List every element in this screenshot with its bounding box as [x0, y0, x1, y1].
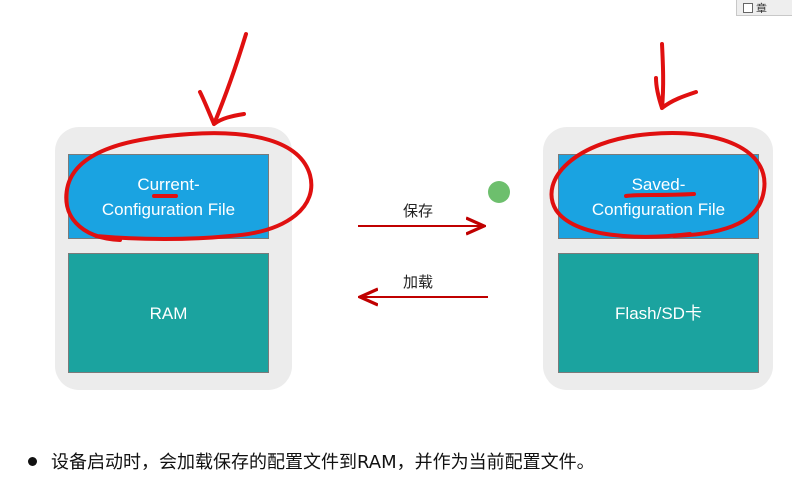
- corner-button[interactable]: 章: [736, 0, 792, 16]
- bullet-text: 设备启动时，会加载保存的配置文件到RAM，并作为当前配置文件。: [51, 452, 595, 473]
- save-label: 保存: [402, 202, 433, 220]
- saved-config-line2: Configuration File: [591, 199, 726, 219]
- corner-label: 章: [756, 1, 767, 15]
- current-config-line2: Configuration File: [101, 199, 236, 219]
- flash-label: Flash/SD卡: [615, 303, 702, 323]
- right-circle-annotation: [549, 131, 767, 239]
- document-icon: [743, 2, 753, 13]
- saved-config-box: Saved- Configuration File: [558, 154, 759, 239]
- left-circle-annotation: [64, 131, 314, 242]
- right-underline-annotation: [624, 192, 696, 198]
- bullet-icon: [28, 456, 37, 466]
- bullet-item: 设备启动时，会加载保存的配置文件到RAM，并作为当前配置文件。: [28, 448, 595, 474]
- right-down-arrow-annotation: [654, 42, 698, 110]
- saved-config-line1: Saved-: [631, 174, 686, 194]
- load-label: 加载: [402, 273, 433, 291]
- ram-box: RAM: [68, 253, 269, 373]
- left-down-arrow-annotation: [198, 32, 248, 126]
- pointer-dot: [488, 181, 510, 203]
- flash-box: Flash/SD卡: [558, 253, 759, 373]
- ram-label: RAM: [149, 303, 188, 323]
- current-config-line1: Current-: [137, 174, 200, 194]
